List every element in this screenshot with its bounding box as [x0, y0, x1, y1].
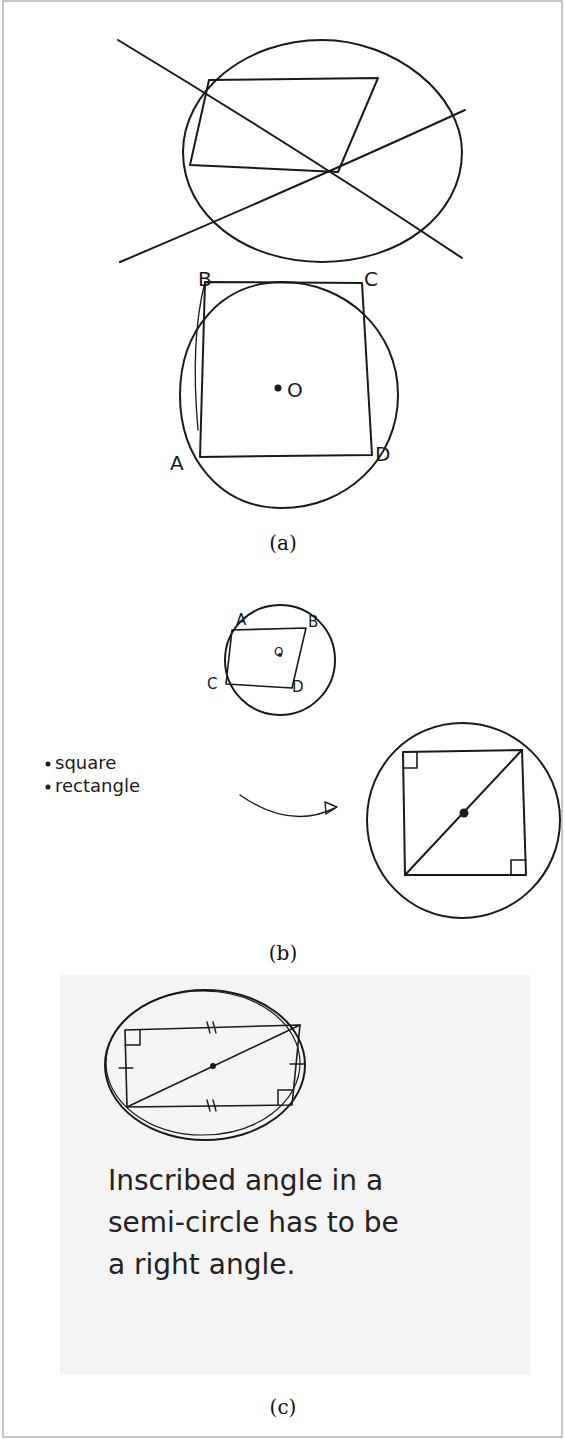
circle-outline [367, 723, 560, 918]
cross-out-line [118, 40, 462, 258]
sketch-stroke [195, 282, 205, 430]
subfigure-caption: (a) [269, 532, 297, 554]
circle-outline [225, 605, 335, 715]
rectangle-outline [125, 1025, 300, 1107]
panel-frame [3, 1, 562, 1437]
right-angle-mark [511, 860, 526, 875]
vertex-label: A [236, 612, 246, 629]
right-angle-mark [278, 1090, 292, 1105]
bullet-dot [46, 785, 51, 790]
vertex-label: B [198, 268, 212, 290]
vertex-label: C [207, 676, 217, 693]
vertex-label: C [364, 268, 378, 290]
diagonal [405, 750, 522, 875]
arrow-head [325, 802, 337, 814]
tick-mark [290, 1063, 304, 1064]
sketch-stroke [106, 991, 300, 1135]
tick-mark [207, 1100, 216, 1111]
vertex-label: D [292, 679, 304, 696]
square-outline [200, 282, 372, 457]
diagonal [127, 1025, 300, 1107]
center-dot [210, 1063, 216, 1069]
right-angle-mark [125, 1030, 140, 1045]
vertex-label: D [375, 443, 390, 465]
vertex-label: A [170, 452, 184, 474]
rectangle-outline [403, 750, 526, 875]
center-label: O [274, 646, 283, 659]
center-dot [460, 809, 469, 818]
parallelogram [190, 78, 378, 172]
list-item: square [55, 753, 116, 773]
arrow-stroke [240, 795, 335, 816]
tick-mark [119, 1067, 133, 1068]
circle-outline [105, 990, 305, 1140]
subfigure-caption: (c) [270, 1396, 297, 1418]
circle-outline [180, 282, 398, 508]
right-angle-mark [403, 752, 417, 768]
handwritten-note: Inscribed angle in a semi-circle has to … [108, 1160, 418, 1286]
subfigure-caption: (b) [269, 942, 297, 964]
cross-out-line [120, 110, 465, 262]
circle-outline [183, 40, 462, 262]
list-item: rectangle [55, 776, 140, 796]
center-dot [275, 385, 282, 392]
bullet-dot [46, 762, 51, 767]
vertex-label: B [308, 614, 318, 631]
center-label: O [287, 379, 303, 401]
photo-ground [60, 975, 530, 1375]
tick-mark [207, 1022, 216, 1033]
